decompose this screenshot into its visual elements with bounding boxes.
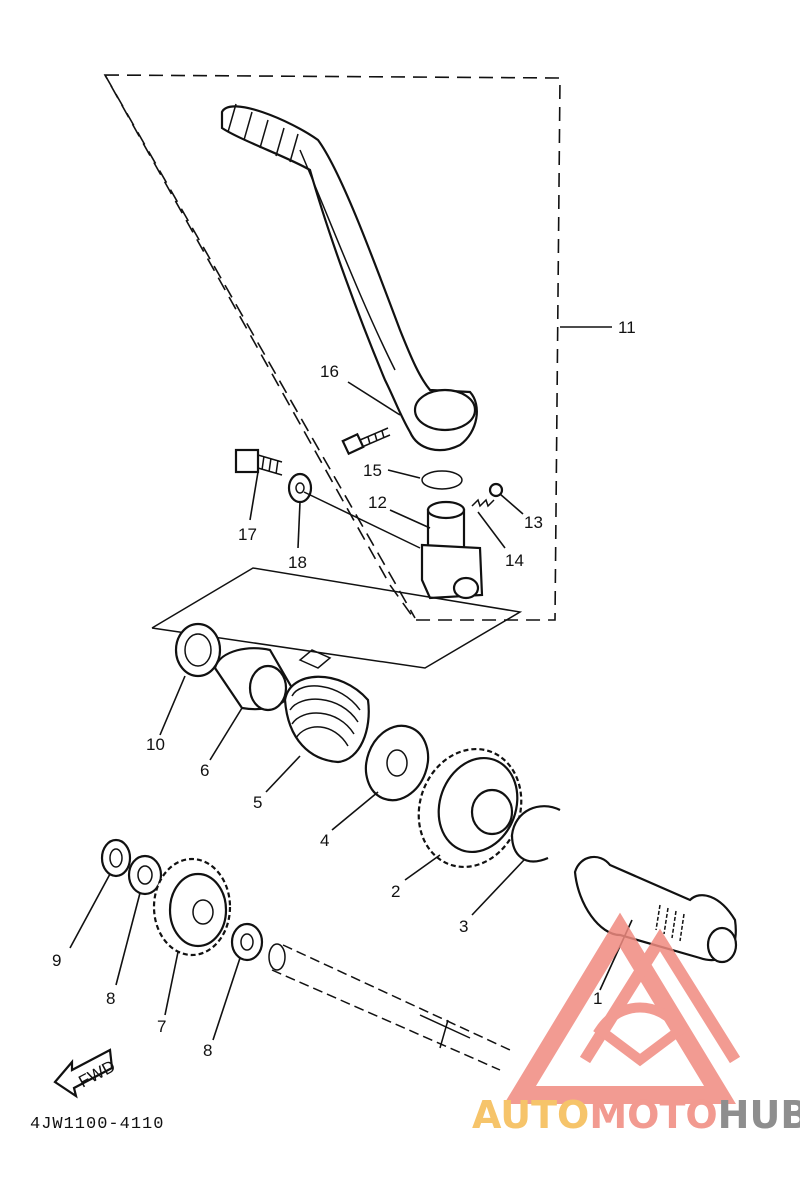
kick-lever xyxy=(220,103,478,452)
callout-12: 12 xyxy=(368,493,387,512)
callout-18: 18 xyxy=(288,553,307,572)
o-ring-15 xyxy=(421,470,463,490)
callout-10: 10 xyxy=(146,735,165,754)
callout-15: 15 xyxy=(363,461,382,480)
callout-2: 2 xyxy=(391,882,400,901)
callout-5: 5 xyxy=(253,793,262,812)
circlip-9 xyxy=(100,838,132,878)
washer-8-lower xyxy=(230,922,264,962)
bolt-17 xyxy=(234,448,283,476)
callout-11: 11 xyxy=(618,318,636,337)
spring-14 xyxy=(471,498,495,508)
fwd-arrow-icon: FWD xyxy=(53,1048,119,1099)
callout-3: 3 xyxy=(459,917,468,936)
washer-4 xyxy=(364,724,430,802)
washer-8-upper xyxy=(127,854,163,896)
oil-seal-10 xyxy=(174,622,222,678)
callout-17: 17 xyxy=(238,525,257,544)
callout-14: 14 xyxy=(505,551,524,570)
callout-8-upper: 8 xyxy=(106,989,115,1008)
bolt-16 xyxy=(341,427,391,456)
spring-5 xyxy=(283,649,370,764)
axis-line-18 xyxy=(303,491,421,549)
collar-6 xyxy=(213,647,294,712)
callout-6: 6 xyxy=(200,761,209,780)
ball-13 xyxy=(488,482,504,498)
callout-1: 1 xyxy=(593,989,602,1008)
subassembly-frame xyxy=(151,567,523,669)
diagram-code: 4JW1100-4110 xyxy=(30,1115,164,1134)
callout-13: 13 xyxy=(524,513,543,532)
assembly-boundary-side xyxy=(104,74,416,619)
callout-16: 16 xyxy=(320,362,339,381)
watermark-text: AUTOMOTOHUB xyxy=(472,1093,800,1137)
gear-7 xyxy=(152,857,232,957)
circlip-3 xyxy=(510,805,561,863)
assembly-boundary-11 xyxy=(103,74,561,621)
callout-7: 7 xyxy=(157,1017,166,1036)
callout-8-lower: 8 xyxy=(203,1041,212,1060)
callout-4: 4 xyxy=(320,831,329,850)
main-axle xyxy=(268,943,511,1071)
boss-12 xyxy=(420,500,484,600)
leader-lines xyxy=(69,326,633,1041)
washer-18 xyxy=(287,472,313,504)
watermark-logo-icon xyxy=(504,912,741,1104)
callout-9: 9 xyxy=(52,951,61,970)
